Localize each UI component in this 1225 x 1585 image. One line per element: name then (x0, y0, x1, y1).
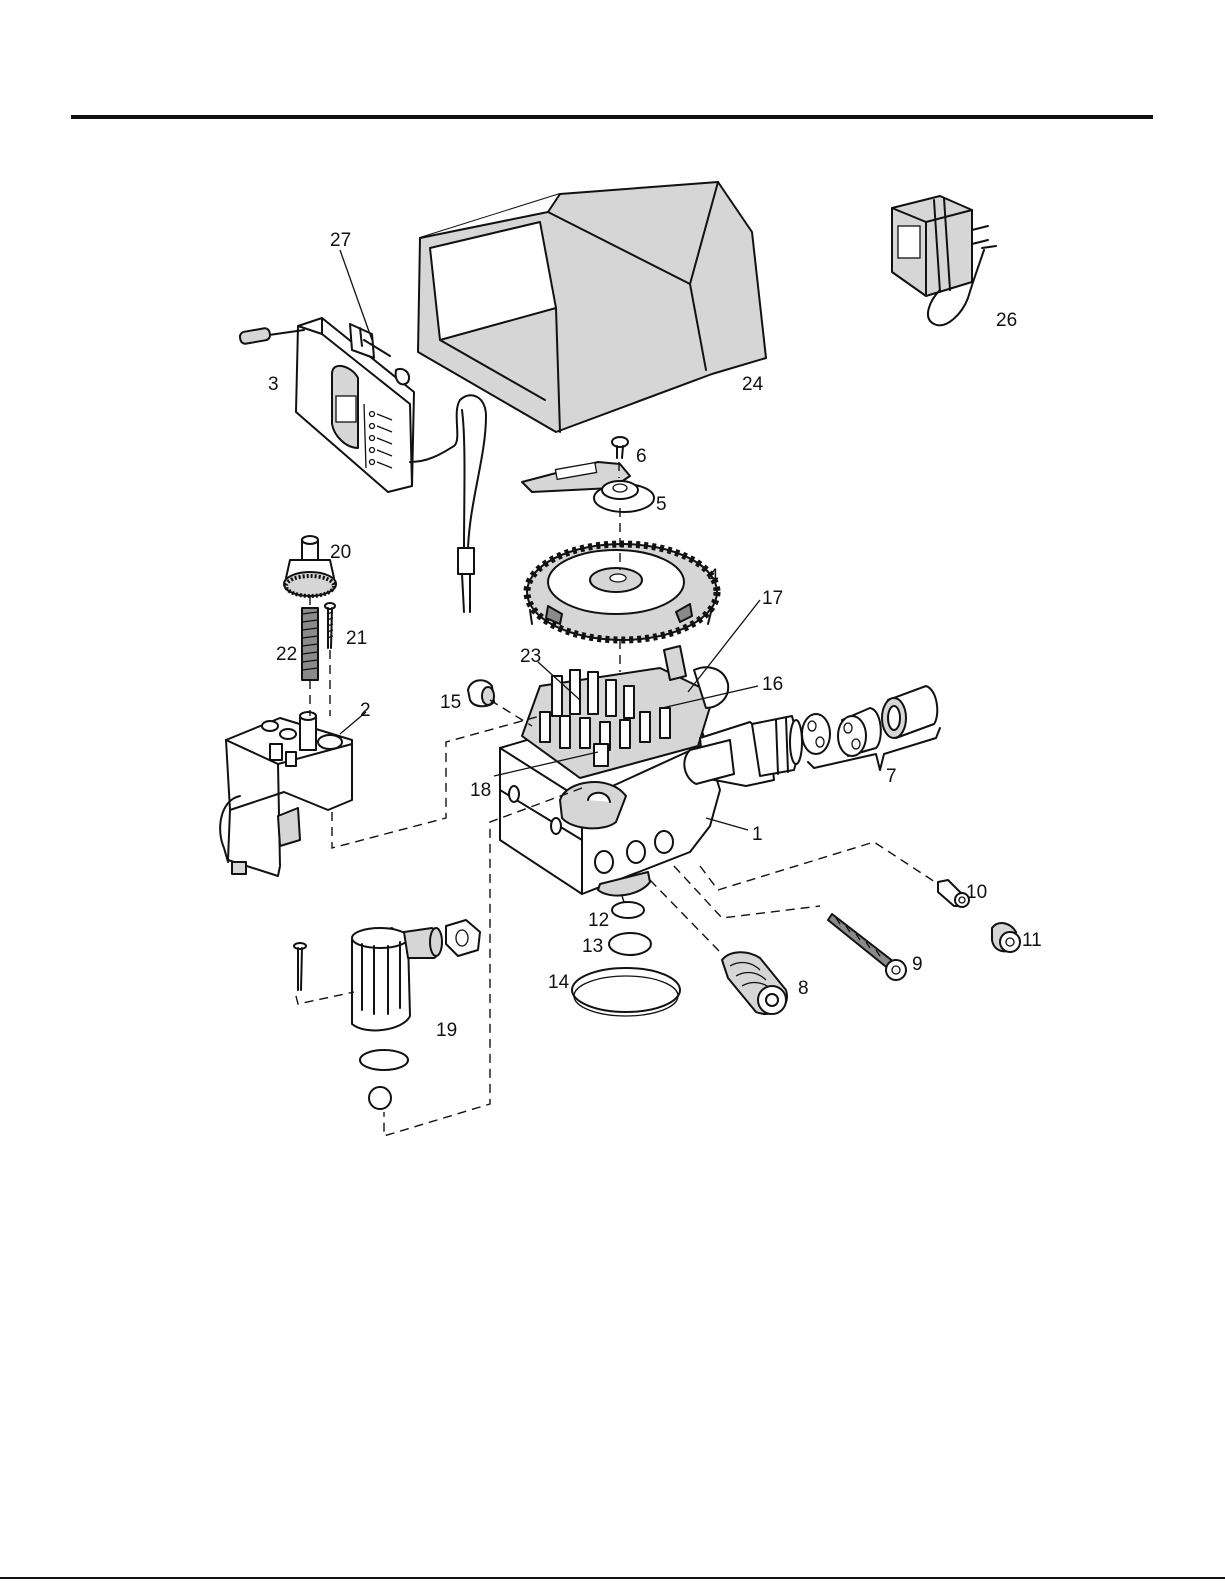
callout-3: 3 (268, 374, 279, 395)
callout-8: 8 (798, 978, 809, 999)
callout-20: 20 (330, 542, 351, 563)
part-gear (527, 544, 717, 640)
part-knob (284, 536, 336, 596)
callout-14: 14 (548, 972, 570, 993)
callout-11: 11 (1022, 930, 1042, 951)
part-spring (302, 608, 318, 680)
callout-24: 24 (742, 374, 764, 395)
callout-2: 2 (360, 700, 371, 721)
callout-23: 23 (520, 646, 541, 667)
part-transformer (892, 196, 996, 325)
part-injector-nozzle (938, 880, 969, 907)
part-injector-screen (828, 914, 906, 980)
part-bypass-fittings (802, 686, 940, 770)
callout-5: 5 (656, 494, 667, 515)
callout-4: 4 (708, 566, 719, 587)
part-adapter (352, 920, 480, 1030)
callout-17: 17 (762, 588, 783, 609)
callout-16: 16 (762, 674, 783, 695)
callout-12: 12 (588, 910, 609, 931)
part-plug (468, 680, 494, 706)
callout-27: 27 (330, 230, 351, 251)
part-o-ring-small (612, 902, 644, 918)
part-adapter-screw (294, 943, 306, 990)
callout-1: 1 (752, 824, 763, 845)
callout-19: 19 (436, 1020, 457, 1041)
part-o-ring-medium (609, 933, 651, 955)
callout-6: 6 (636, 446, 647, 467)
callout-10: 10 (966, 882, 987, 903)
callout-9: 9 (912, 954, 923, 975)
part-screw (612, 437, 628, 458)
callout-21: 21 (346, 628, 367, 649)
callout-18: 18 (470, 780, 491, 801)
part-valve-body (500, 646, 802, 896)
part-cam (522, 462, 654, 512)
part-bracket-screw (325, 603, 335, 648)
callout-22: 22 (276, 644, 297, 665)
part-adapter-o-rings (360, 1050, 408, 1109)
callout-13: 13 (582, 936, 603, 957)
part-injector-plug (992, 923, 1020, 952)
part-motor-bracket (220, 712, 352, 876)
callout-26: 26 (996, 310, 1017, 331)
callout-15: 15 (440, 692, 461, 713)
callout-7: 7 (886, 766, 897, 787)
part-tank-seal (572, 968, 680, 1016)
part-drain-flow-control (722, 952, 787, 1014)
